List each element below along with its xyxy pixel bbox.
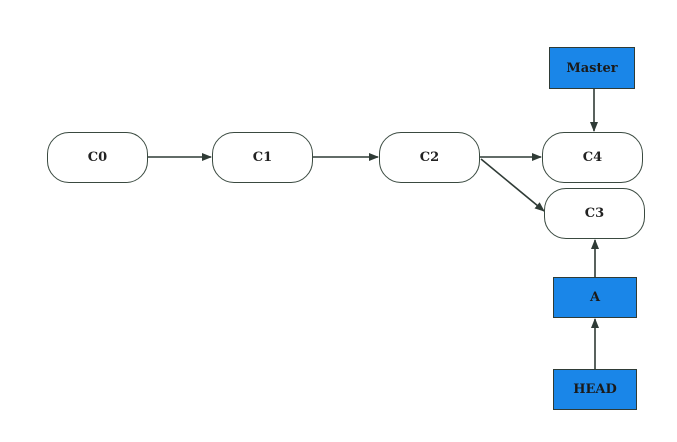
commit-label-c0: C0 <box>87 150 108 165</box>
edge-c2-to-c3 <box>480 158 545 212</box>
commit-label-c2: C2 <box>419 150 440 165</box>
ref-label-head: HEAD <box>573 382 617 397</box>
commit-node-c0: C0 <box>47 132 148 183</box>
commit-label-c1: C1 <box>252 150 273 165</box>
head-ref: HEAD <box>553 369 637 410</box>
commit-node-c2: C2 <box>379 132 480 183</box>
commit-node-c3: C3 <box>544 188 645 239</box>
commit-label-c4: C4 <box>582 150 603 165</box>
commit-node-c1: C1 <box>212 132 313 183</box>
branch-ref-master: Master <box>549 47 635 89</box>
branch-ref-a: A <box>553 277 637 318</box>
ref-label-master: Master <box>566 60 618 76</box>
ref-label-a: A <box>589 290 601 305</box>
commit-label-c3: C3 <box>584 206 605 221</box>
commit-node-c4: C4 <box>542 132 643 183</box>
